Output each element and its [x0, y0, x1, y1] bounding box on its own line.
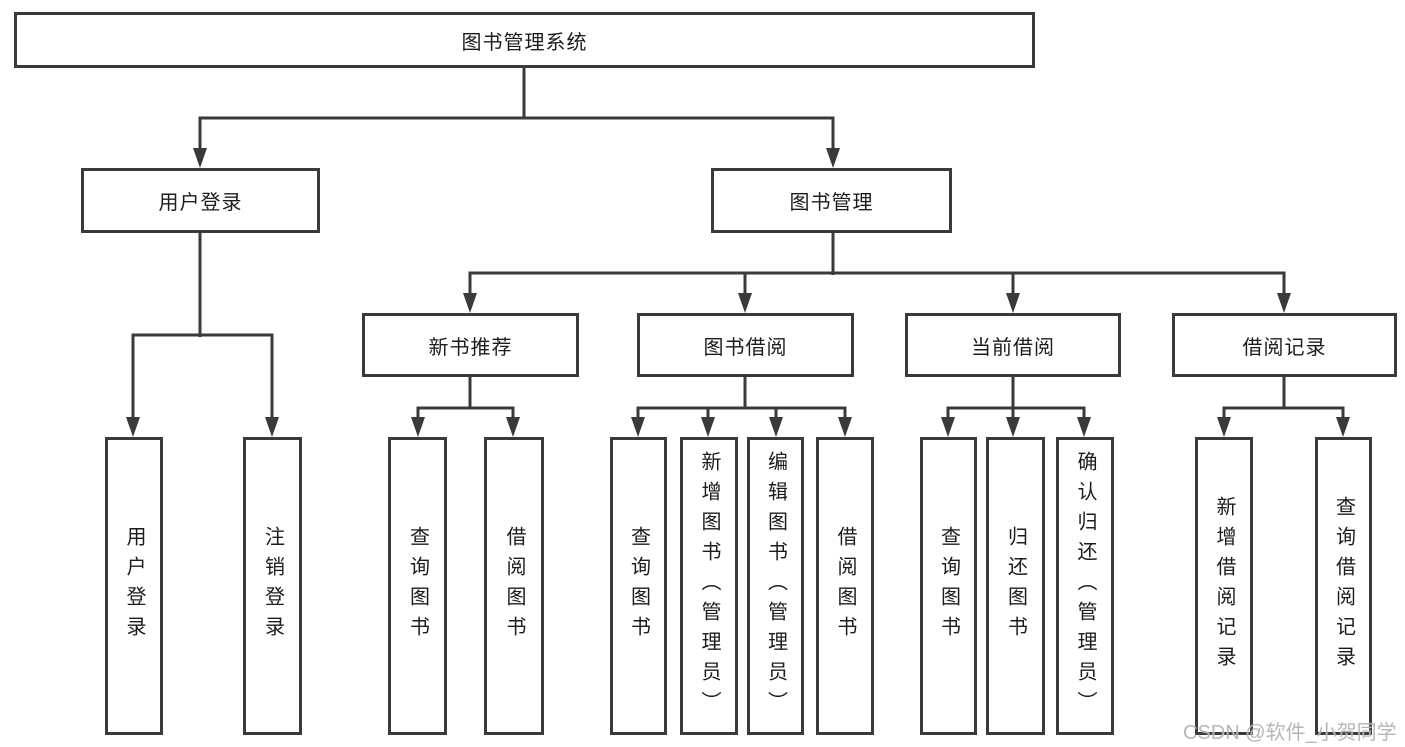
node-book-borrow: 图书借阅 [637, 313, 854, 377]
node-current-borrow: 当前借阅 [905, 313, 1121, 377]
node-borrow-records: 借阅记录 [1172, 313, 1397, 377]
node-book-management-system: 图书管理系统 [14, 12, 1035, 68]
leaf-query-books-recommend: 查询图书 [388, 437, 447, 735]
leaf-confirm-return-admin: 确认归还（管理员） [1056, 437, 1114, 735]
leaf-query-books-current: 查询图书 [920, 437, 977, 735]
node-book-management: 图书管理 [711, 168, 952, 233]
leaf-user-login: 用户登录 [105, 437, 163, 735]
csdn-watermark: CSDN @软件_小贺同学 [1183, 722, 1397, 744]
leaf-borrow-books-borrow: 借阅图书 [816, 437, 874, 735]
node-new-book-recommend: 新书推荐 [362, 313, 579, 377]
leaf-borrow-books-recommend: 借阅图书 [484, 437, 544, 735]
connector-lines [131, 68, 1345, 420]
leaf-return-book: 归还图书 [986, 437, 1045, 735]
leaf-logout: 注销登录 [243, 437, 302, 735]
leaf-add-book-admin: 新增图书（管理员） [680, 437, 738, 735]
leaf-add-borrow-record: 新增借阅记录 [1195, 437, 1253, 735]
node-user-login: 用户登录 [81, 168, 320, 233]
leaf-edit-book-admin: 编辑图书（管理员） [747, 437, 804, 735]
leaf-query-books-borrow: 查询图书 [610, 437, 667, 735]
leaf-query-borrow-record: 查询借阅记录 [1315, 437, 1372, 735]
